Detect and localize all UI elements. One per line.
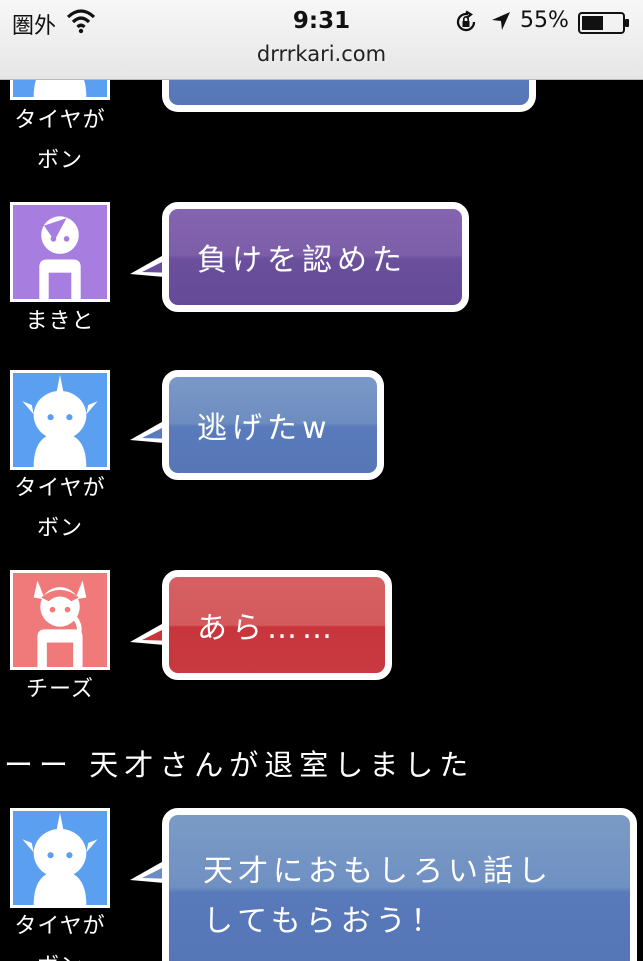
username: チーズ: [26, 677, 94, 702]
robot-avatar-icon: [13, 373, 107, 467]
message-text: あら……: [197, 611, 337, 646]
username: タイヤが: [14, 108, 106, 133]
location-arrow-icon: [492, 12, 510, 30]
clock: 9:31: [292, 8, 351, 34]
battery-percent: 55%: [520, 8, 569, 33]
boy-avatar-icon: [13, 205, 107, 299]
message-text-line: 天才におもしろい話し: [203, 854, 553, 889]
battery-icon: [578, 12, 629, 34]
wifi-icon: [66, 9, 96, 34]
message-bubble: あら……: [162, 570, 392, 680]
avatar[interactable]: [10, 570, 110, 670]
message-bubble: 負けを認めた: [162, 202, 469, 312]
rotation-lock-icon: [456, 10, 476, 32]
username: まきと: [25, 309, 95, 334]
status-bar: 圏外 9:31 55% drrrkari.com: [0, 0, 643, 80]
url-bar[interactable]: drrrkari.com: [256, 42, 387, 66]
avatar[interactable]: [10, 370, 110, 470]
username: タイヤが: [14, 476, 106, 501]
carrier-label: 圏外: [12, 14, 57, 39]
catgirl-avatar-icon: [13, 573, 107, 667]
message-text: 逃げたw: [197, 411, 332, 446]
message-bubble: 天才におもしろい話し してもらおう！: [162, 808, 637, 961]
robot-avatar-icon: [13, 811, 107, 905]
username: ボン: [0, 947, 120, 961]
username: ボン: [36, 516, 83, 541]
username: タイヤが: [14, 914, 106, 939]
avatar[interactable]: [10, 808, 110, 908]
avatar[interactable]: [10, 202, 110, 302]
message-bubble: 逃げたw: [162, 370, 384, 480]
system-message: ーー 天才さんが退室しました: [4, 748, 475, 782]
message-text-line: してもらおう！: [203, 904, 446, 939]
username: ボン: [36, 148, 83, 173]
message-text: 負けを認めた: [197, 243, 407, 278]
